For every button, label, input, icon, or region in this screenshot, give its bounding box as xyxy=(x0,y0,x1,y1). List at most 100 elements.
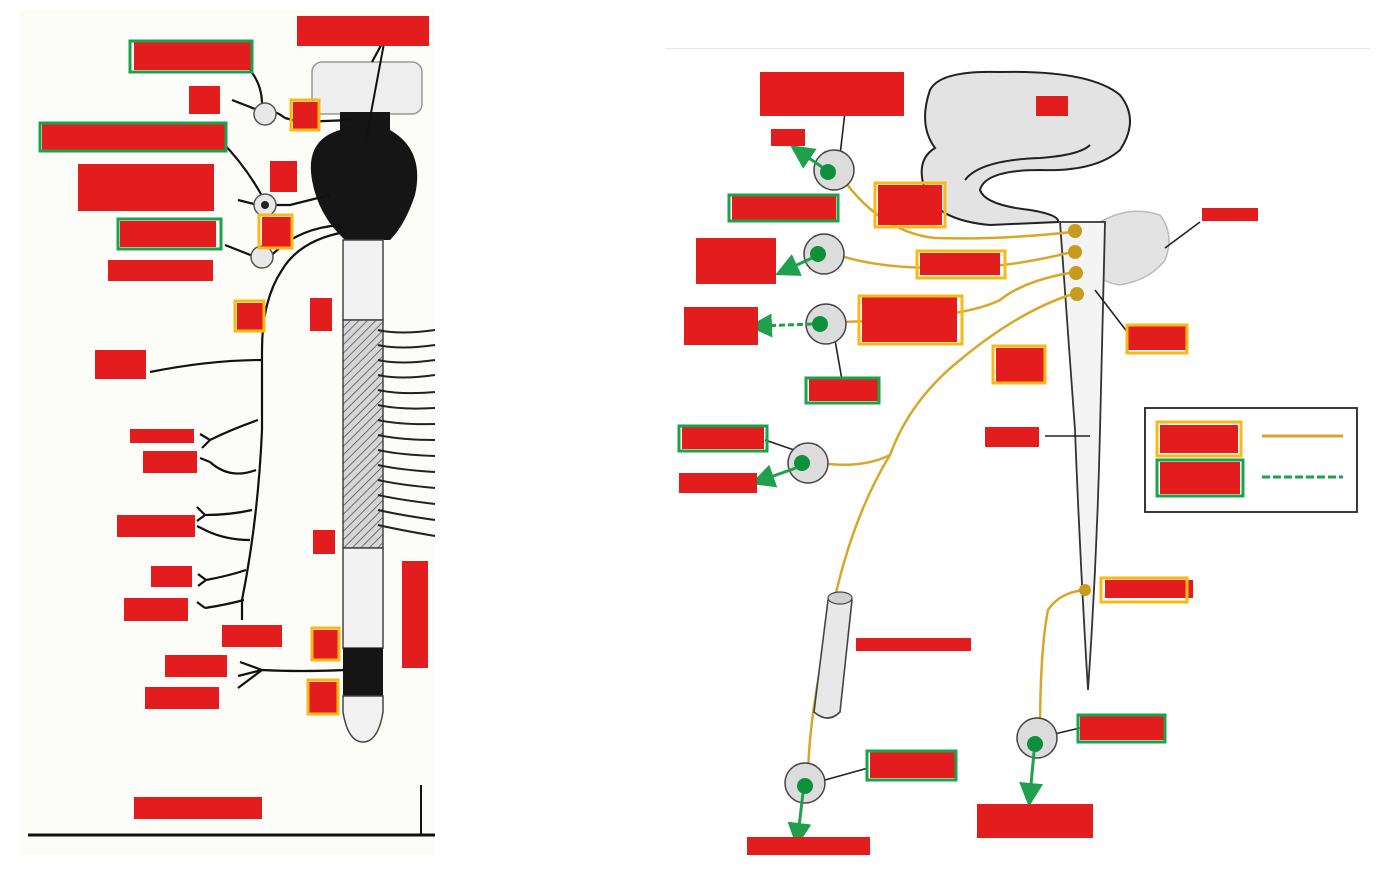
highlight-frame-green xyxy=(128,39,254,74)
highlight-frame-yellow xyxy=(991,344,1047,385)
sacral-segment xyxy=(343,648,383,696)
label-redacted xyxy=(747,837,870,855)
highlight-frame-green xyxy=(727,193,840,223)
arrow-icon xyxy=(790,145,823,169)
arrow-icon xyxy=(775,254,813,276)
label-redacted xyxy=(1105,580,1193,598)
label-redacted xyxy=(977,804,1093,838)
leader-lines xyxy=(764,111,1201,781)
label-redacted xyxy=(760,72,904,116)
label-redacted xyxy=(732,196,836,220)
label-redacted xyxy=(856,638,971,651)
label-redacted xyxy=(870,752,956,778)
highlight-frame-yellow xyxy=(873,181,947,229)
label-redacted xyxy=(78,164,214,211)
label-redacted xyxy=(117,515,195,537)
right-panel xyxy=(677,70,1358,855)
label-redacted xyxy=(809,379,878,401)
label-redacted xyxy=(696,238,776,284)
highlight-frame-green xyxy=(116,217,223,251)
highlight-frame-yellow xyxy=(257,213,294,250)
label-redacted xyxy=(878,185,942,225)
highlight-frame-yellow xyxy=(306,678,340,716)
legend xyxy=(1144,407,1358,513)
label-redacted xyxy=(310,298,332,331)
label-redacted xyxy=(1128,326,1186,350)
lower-segment xyxy=(342,547,384,649)
highlight-frame-green xyxy=(1076,713,1167,744)
label-redacted xyxy=(297,16,429,46)
legend-label-preganglionic xyxy=(1160,425,1238,453)
highlight-frame-yellow xyxy=(310,626,341,662)
label-redacted xyxy=(313,530,335,554)
label-redacted xyxy=(1202,208,1258,221)
brain-icon xyxy=(920,70,1131,227)
highlight-frame-green xyxy=(38,121,228,153)
left-panel xyxy=(28,16,436,837)
spinal-cord-icon xyxy=(310,61,423,743)
label-redacted xyxy=(985,427,1039,447)
highlight-frame-yellow xyxy=(857,294,964,346)
label-redacted xyxy=(124,598,188,621)
arrow-icon xyxy=(748,313,813,338)
label-redacted xyxy=(262,217,291,247)
highlight-frame-green xyxy=(1155,458,1245,498)
label-redacted xyxy=(108,260,213,281)
brain-fold xyxy=(964,144,1091,181)
leader-line xyxy=(364,37,386,146)
label-redacted xyxy=(771,129,805,146)
brainstem-segment xyxy=(310,112,418,240)
label-redacted xyxy=(402,561,428,668)
arrow-icon xyxy=(787,792,812,847)
spinal-cord-icon xyxy=(1059,221,1106,691)
highlight-frame-yellow xyxy=(233,299,266,333)
highlight-frame-yellow xyxy=(289,98,321,132)
label-redacted xyxy=(151,566,192,587)
arrow-icon xyxy=(1019,751,1044,807)
label-redacted xyxy=(134,797,262,819)
legend-label-postganglionic xyxy=(1160,462,1240,494)
cerebellum xyxy=(1094,210,1170,286)
highlight-frame-green xyxy=(804,376,881,405)
label-redacted xyxy=(920,253,1000,275)
label-redacted xyxy=(189,86,220,114)
label-redacted xyxy=(120,221,216,247)
label-redacted xyxy=(684,307,758,345)
highlight-frame-yellow xyxy=(915,249,1007,280)
label-redacted xyxy=(134,42,251,70)
label-redacted xyxy=(293,102,318,129)
label-redacted xyxy=(95,350,146,379)
label-redacted xyxy=(682,427,764,449)
highlight-frame-green xyxy=(677,424,769,453)
label-redacted xyxy=(862,297,957,342)
label-redacted xyxy=(996,348,1044,382)
label-redacted xyxy=(143,451,197,473)
thoracolumbar-segment xyxy=(342,319,384,549)
right-labels xyxy=(677,72,1258,855)
cervical-segment xyxy=(342,239,384,321)
cord-tip xyxy=(342,695,384,743)
label-redacted xyxy=(130,429,194,443)
ganglion-icon xyxy=(250,102,277,269)
label-redacted xyxy=(222,625,282,647)
label-redacted xyxy=(1080,716,1164,740)
ganglion-icon xyxy=(748,145,1058,847)
blood-vessel-icon xyxy=(813,591,853,719)
highlight-frame-yellow xyxy=(1099,576,1189,604)
arrow-icon xyxy=(750,464,797,488)
cord-nuclei xyxy=(1068,224,1091,596)
label-redacted xyxy=(42,124,226,150)
label-redacted xyxy=(145,687,219,709)
label-redacted xyxy=(165,655,227,677)
left-labels xyxy=(38,16,429,819)
label-redacted xyxy=(309,682,337,713)
label-redacted xyxy=(679,473,757,493)
spinal-nerves xyxy=(377,329,436,537)
label-redacted xyxy=(270,161,297,192)
brain-cap xyxy=(311,61,423,115)
label-redacted xyxy=(1036,96,1068,116)
highlight-frame-green xyxy=(865,749,958,782)
label-redacted xyxy=(237,303,263,330)
